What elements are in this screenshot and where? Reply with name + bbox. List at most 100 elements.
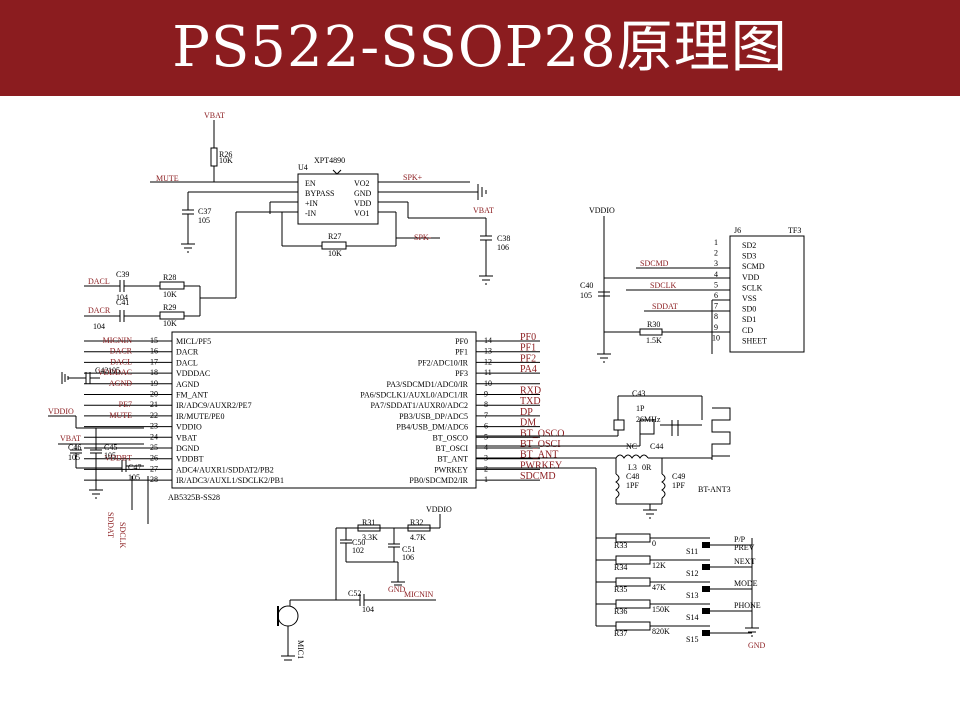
ic-right-net-label: BT_ANT bbox=[520, 450, 558, 461]
micnin-label: MICNIN bbox=[404, 590, 434, 599]
ic-left-pin-name: VDDIO bbox=[176, 423, 202, 432]
r28-label: R28 bbox=[163, 273, 176, 282]
ic-right-pin-name: PA7/SDDAT1/AUXR0/ADC2 bbox=[371, 401, 469, 410]
ic-right-pin-name: PA3/SDCMD1/ADC0/IR bbox=[386, 380, 468, 389]
ic-left-pin-number: 23 bbox=[150, 422, 158, 431]
ic-left-pin-number: 16 bbox=[150, 347, 158, 356]
ic-right-net-label: DM bbox=[520, 418, 536, 429]
ic-left-pin-name: DGND bbox=[176, 444, 199, 453]
ic-right-pin-name: BT_OSCO bbox=[432, 433, 468, 442]
tf-pin-number: 1 bbox=[714, 238, 718, 247]
tf-pin-name: SD1 bbox=[742, 315, 756, 324]
sdcmd-label: SDCMD bbox=[640, 259, 669, 268]
tf-pin-name: VDD bbox=[742, 273, 760, 282]
ic-left-pin-number: 22 bbox=[150, 411, 158, 420]
crystal-freq: 26MHz bbox=[636, 415, 661, 424]
ic-left-pin-name: VDDDAC bbox=[176, 369, 210, 378]
ic-left-pin-number: 17 bbox=[150, 357, 158, 366]
ic-left-pin-name: IR/MUTE/PE0 bbox=[176, 412, 224, 421]
ic-left-pin-number: 20 bbox=[150, 390, 158, 399]
spk-neg-label: SPK- bbox=[414, 233, 432, 242]
c47-value: 105 bbox=[128, 473, 140, 482]
vbat2-label: VBAT bbox=[473, 206, 494, 215]
key-switch bbox=[702, 564, 710, 570]
c49-label: C49 bbox=[672, 472, 685, 481]
tf-pin-name: SD2 bbox=[742, 241, 756, 250]
key-switch bbox=[702, 542, 710, 548]
ic-right-net-label: PF1 bbox=[520, 343, 536, 354]
ic-right-pin-number: 5 bbox=[484, 432, 488, 441]
mic1-label: MIC1 bbox=[296, 640, 305, 659]
c46-value: 105 bbox=[68, 453, 80, 462]
ic-right-pin-number: 12 bbox=[484, 357, 492, 366]
j6-label: J6 bbox=[734, 226, 741, 235]
key-resistor-label: R34 bbox=[614, 563, 627, 572]
ab5325b-ic bbox=[171, 331, 477, 489]
crystal-section: C43 1P 26MHz NC C44 bbox=[476, 389, 703, 451]
u4-pin-en: EN bbox=[305, 179, 316, 188]
ic-left-net-label: MICNIN bbox=[103, 336, 133, 345]
c40-value: 105 bbox=[580, 291, 592, 300]
l3-value: 0R bbox=[642, 463, 652, 472]
c39-label: C39 bbox=[116, 270, 129, 279]
ic-left-pin-number: 26 bbox=[150, 454, 158, 463]
ic-left-pin-number: 27 bbox=[150, 464, 158, 473]
r32-resistor bbox=[407, 524, 431, 532]
c37-value: 105 bbox=[198, 216, 210, 225]
ic-right-net-label: SDCMD bbox=[520, 471, 556, 482]
r27-resistor bbox=[321, 241, 347, 250]
ic-left-pin-number: 21 bbox=[150, 400, 158, 409]
c42-value: 105 bbox=[108, 366, 120, 375]
ic-part-label: AB5325B-SS28 bbox=[168, 493, 220, 502]
schematic-diagram: VBAT R26 10K MUTE U4 XPT4890 EN BYPASS +… bbox=[0, 96, 960, 720]
ic-right-pin-name: PF2/ADC10/IR bbox=[418, 358, 469, 367]
key-switch-label: S12 bbox=[686, 569, 698, 578]
r31-value: 3.3K bbox=[362, 533, 378, 542]
ic-right-pin-name: PF1 bbox=[455, 348, 468, 357]
key-function-label: MODE bbox=[734, 579, 758, 588]
sddat-left-label: SDDAT bbox=[106, 512, 115, 538]
spk-pos-label: SPK+ bbox=[403, 173, 423, 182]
ic-right-pin-number: 7 bbox=[484, 411, 488, 420]
c37-label: C37 bbox=[198, 207, 211, 216]
ic-right-net-label: BT_OSCI bbox=[520, 439, 561, 450]
tf-pin-number: 7 bbox=[714, 302, 718, 311]
ic-right-pin-name: BT_OSCI bbox=[436, 444, 469, 453]
crystal-y1 bbox=[613, 419, 625, 431]
ic-right-net-label: TXD bbox=[520, 396, 541, 407]
ic-right-net-label: PF2 bbox=[520, 353, 536, 364]
tf-pin-name: SD3 bbox=[742, 252, 756, 261]
key-resistor-label: R36 bbox=[614, 607, 627, 616]
key-switch-label: S11 bbox=[686, 547, 698, 556]
tf-pin-number: 3 bbox=[714, 259, 718, 268]
tf3-label: TF3 bbox=[788, 226, 801, 235]
tf-pin-name: SCMD bbox=[742, 262, 765, 271]
sdclk-left-label: SDCLK bbox=[118, 522, 127, 548]
r28-value: 10K bbox=[163, 290, 177, 299]
ic-left-pin-name: ADC4/AUXR1/SDDAT2/PB2 bbox=[176, 465, 274, 474]
c50-label: C50 bbox=[352, 538, 365, 547]
c45-value: 105 bbox=[104, 451, 116, 460]
mic-gnd-label: GND bbox=[388, 585, 406, 594]
c41-value: 104 bbox=[93, 322, 105, 331]
u4-label: U4 bbox=[298, 163, 308, 172]
l3-inductor bbox=[615, 454, 649, 459]
ic-left-pin-name: MICL/PF5 bbox=[176, 337, 211, 346]
r30-resistor bbox=[639, 328, 663, 336]
c52-value: 104 bbox=[362, 605, 374, 614]
ic-left-pin-name: IR/ADC3/AUXL1/SDCLK2/PB1 bbox=[176, 476, 284, 485]
key-resistor-value: 820K bbox=[652, 627, 670, 636]
key-switch-label: S14 bbox=[686, 613, 698, 622]
ic-left-pin-number: 28 bbox=[150, 475, 158, 484]
r31-resistor bbox=[357, 524, 381, 532]
key-function-label: PHONE bbox=[734, 601, 761, 610]
ic-left-net-label: VDDBT bbox=[104, 454, 132, 463]
ic-right-pin-name: PB4/USB_DM/ADC6 bbox=[396, 423, 468, 432]
ic-right-pin-name: PB3/USB_DP/ADC5 bbox=[399, 412, 468, 421]
r31-label: R31 bbox=[362, 518, 375, 527]
key-resistor-value: 12K bbox=[652, 561, 666, 570]
c47-label: C47 bbox=[128, 463, 141, 472]
c51-label: C51 bbox=[402, 545, 415, 554]
